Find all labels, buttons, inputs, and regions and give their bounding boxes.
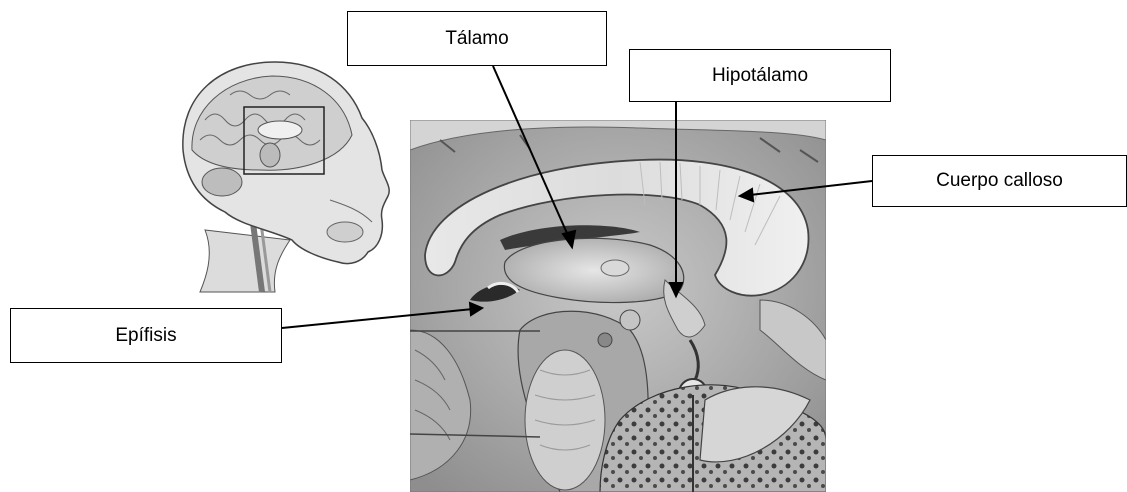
label-epifisis: Epífisis	[10, 308, 282, 363]
label-epifisis-text: Epífisis	[115, 325, 176, 347]
label-talamo: Tálamo	[347, 11, 607, 66]
head-sagittal-illustration	[183, 62, 389, 292]
label-hipotalamo: Hipotálamo	[629, 49, 891, 102]
label-cuerpo-calloso-text: Cuerpo calloso	[936, 170, 1063, 192]
label-cuerpo-calloso: Cuerpo calloso	[872, 155, 1127, 207]
label-hipotalamo-text: Hipotálamo	[712, 65, 808, 87]
label-talamo-text: Tálamo	[445, 28, 508, 50]
